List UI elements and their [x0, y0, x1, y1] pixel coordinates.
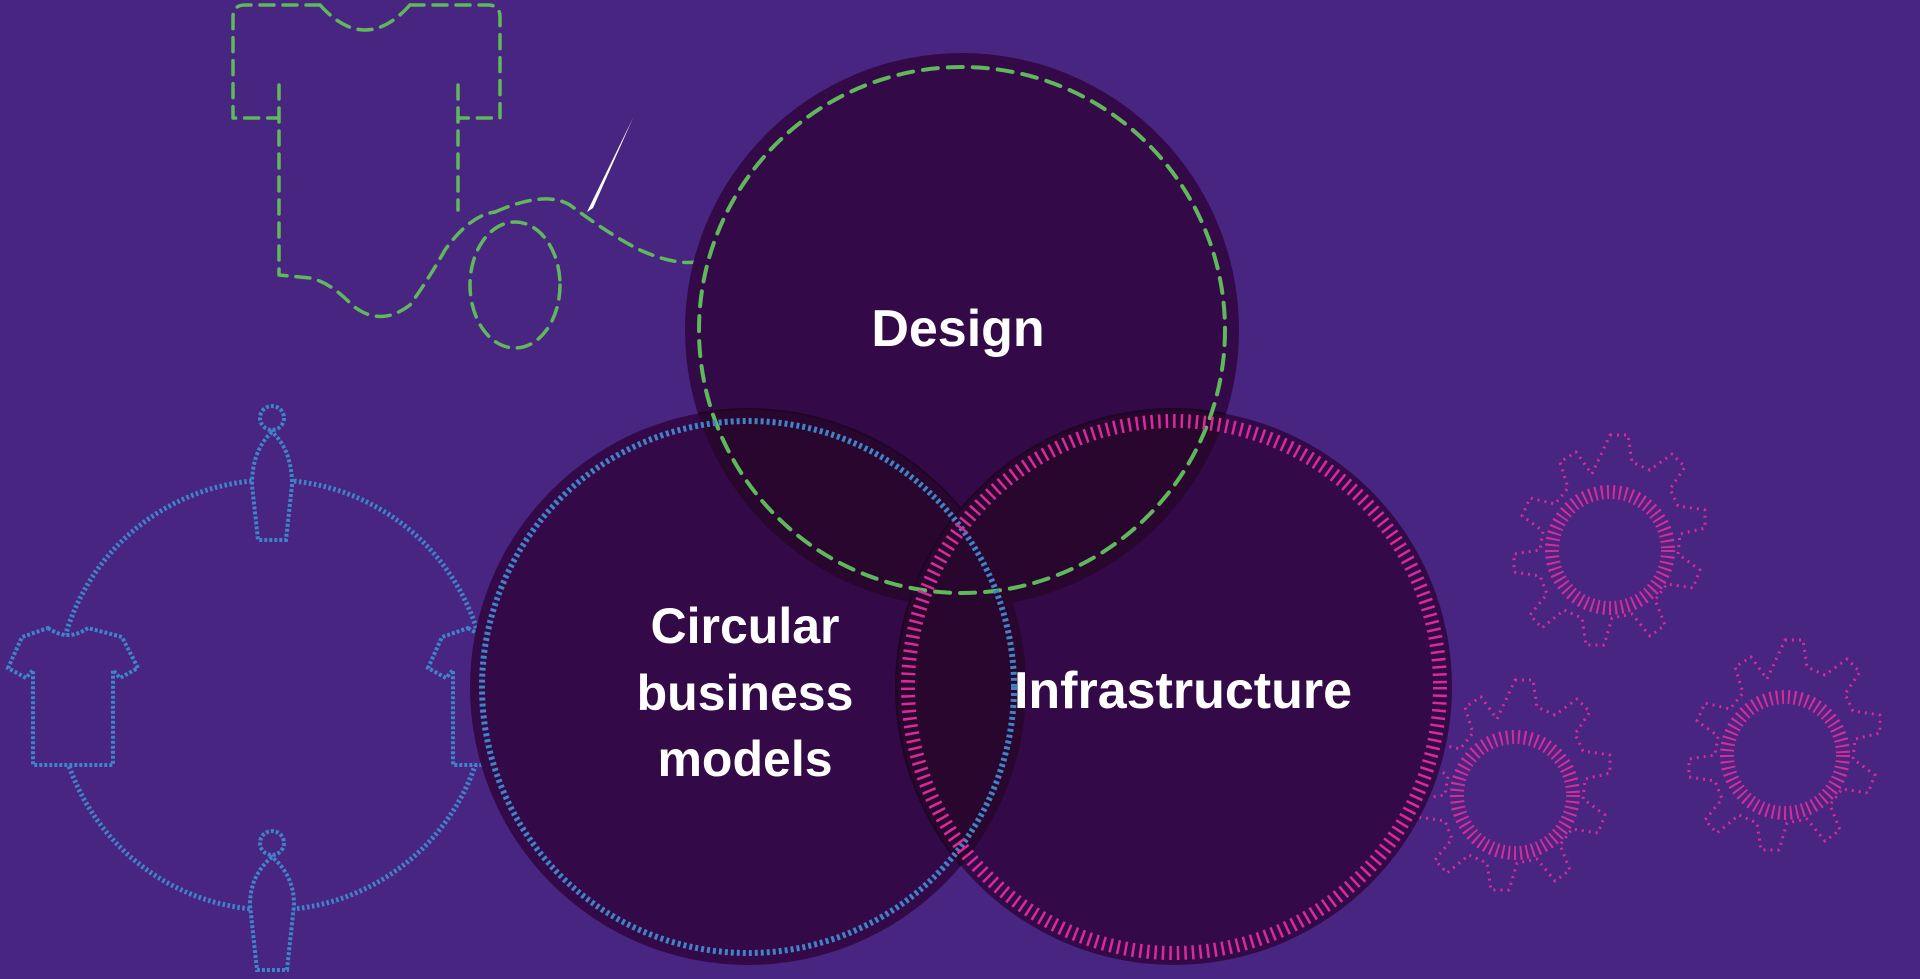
circular-business-models-label-line3: models: [657, 731, 832, 787]
person-icon-top: [249, 404, 295, 542]
design-stitch-outline: [697, 65, 1227, 595]
tshirt-needle-thread-icon: [231, 3, 707, 350]
infrastructure-stitch-outline: [901, 414, 1447, 960]
overlap-regions: [685, 408, 1239, 965]
overlap-design-infrastructure: [895, 408, 1239, 607]
overlap-circular-infrastructure: [895, 409, 1026, 965]
person-icon-bottom: [247, 829, 297, 972]
overlap-design-circular: [685, 408, 1027, 607]
venn-stitches: [479, 65, 1447, 960]
circular-business-models-label-line1: Circular: [651, 598, 840, 654]
circular-business-models-label-line2: business: [637, 665, 854, 721]
infrastructure-label: Infrastructure: [1014, 662, 1352, 720]
circular-stitch-outline: [479, 418, 1017, 956]
design-label: Design: [871, 300, 1044, 358]
shirt-icon-left: [5, 625, 141, 767]
needle-icon: [587, 118, 633, 212]
